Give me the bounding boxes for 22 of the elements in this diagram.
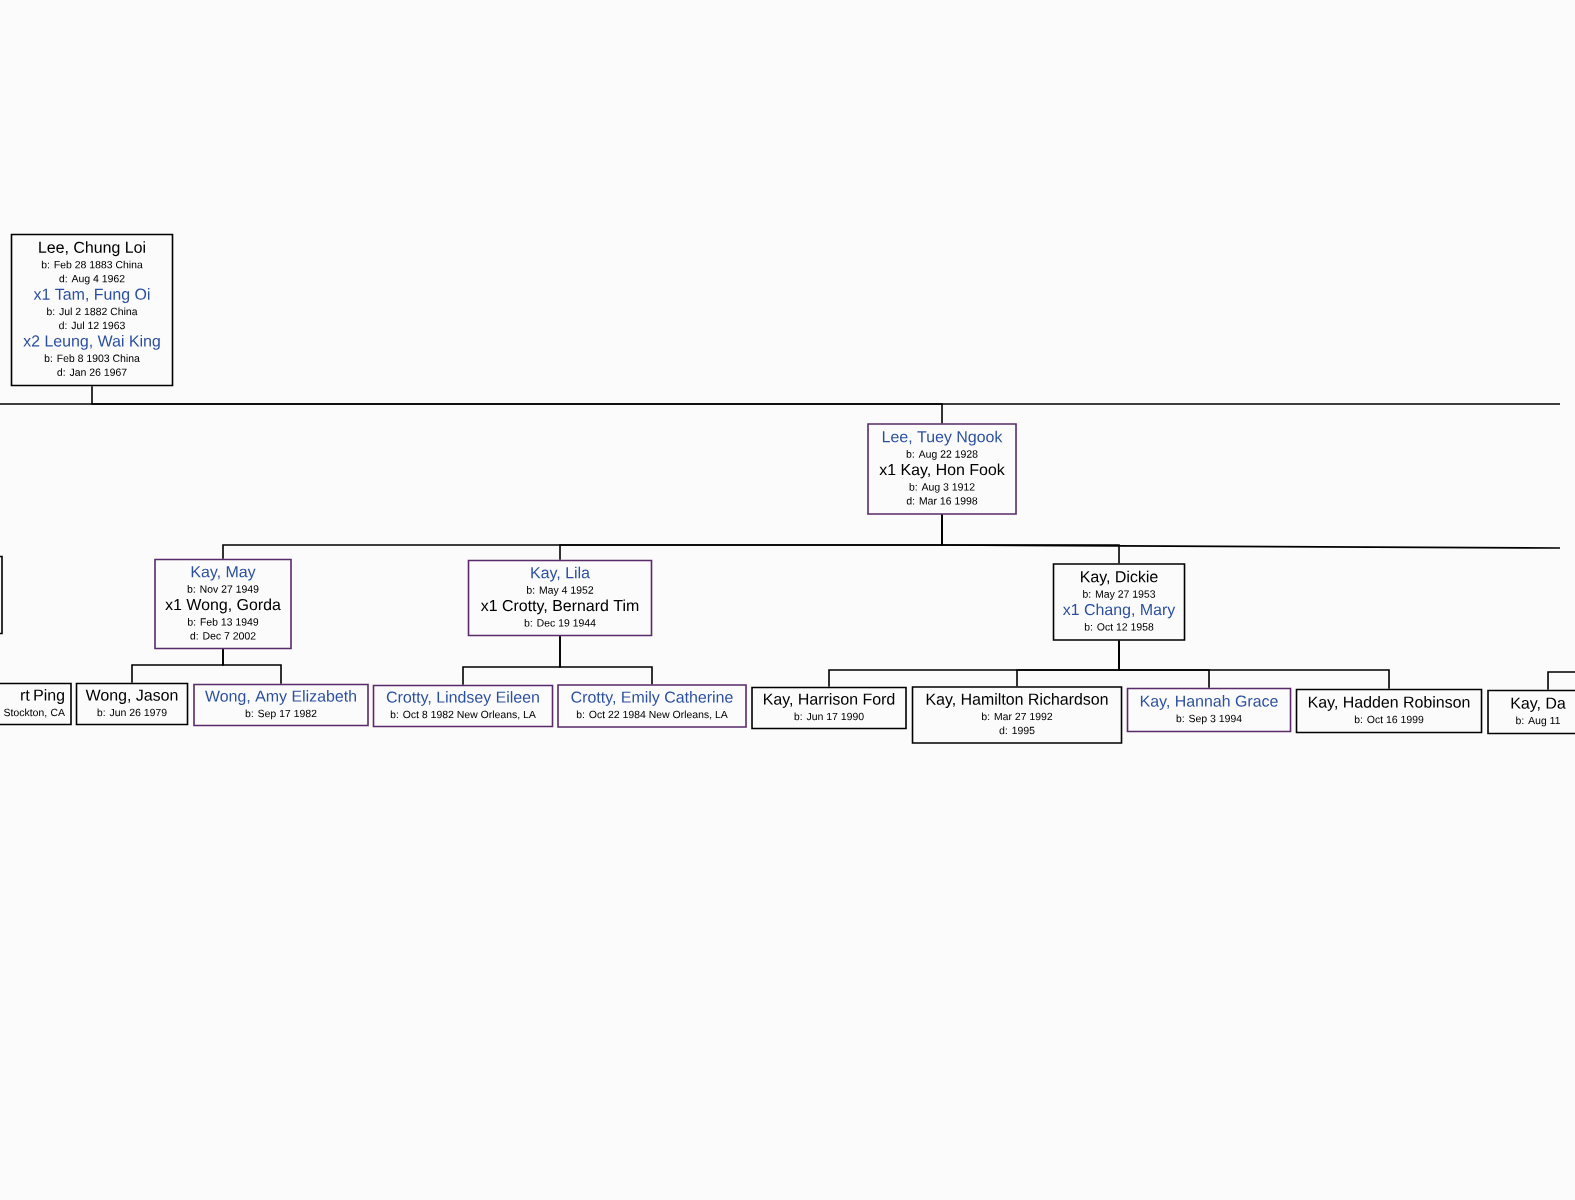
person-box: Kay, May b: Nov 27 1949 x1 Wong, Gorda b: Feb 13 1949 d: Dec 7 2002	[154, 558, 292, 650]
connector-line	[91, 385, 943, 424]
connector-line	[941, 514, 1120, 564]
person-box: Crotty, Lindsey Eileen b: Oct 8 1982 New Orleans, LA	[372, 684, 554, 728]
person-box	[0, 555, 3, 635]
person-box: Kay, Dickie b: May 27 1953 x1 Chang, Mary b: Oct 12 1958	[1052, 563, 1186, 641]
person-box: Kay, Lila b: May 4 1952 x1 Crotty, Bernard Tim b: Dec 19 1944	[467, 559, 653, 637]
person-box: rt Ping Stockton, CA	[0, 682, 72, 726]
connector-line	[1547, 671, 1575, 691]
person-box: Crotty, Emily Catherine b: Oct 22 1984 New Orleans, LA	[557, 684, 747, 728]
connector-line	[222, 648, 282, 685]
person-box: Wong, Jason b: Jun 26 1979	[75, 682, 189, 726]
person-box: Kay, Hannah Grace b: Sep 3 1994	[1126, 687, 1292, 733]
connector-line	[559, 635, 653, 685]
person-box: Wong, Amy Elizabeth b: Sep 17 1982	[193, 683, 369, 727]
person-box: Kay, Hadden Robinson b: Oct 16 1999	[1295, 688, 1483, 734]
person-box: Kay, Harrison Ford b: Jun 17 1990	[751, 686, 907, 730]
connector-line	[1118, 640, 1390, 690]
person-box: Kay, Hamilton Richardson b: Mar 27 1992 d: 1995	[911, 686, 1123, 744]
person-box: Lee, Tuey Ngook b: Aug 22 1928 x1 Kay, Hon Fook b: Aug 3 1912 d: Mar 16 1998	[867, 423, 1017, 515]
person-box: Lee, Chung Loi b: Feb 28 1883 China d: Aug 4 1962 x1 Tam, Fung Oi b: Jul 2 1882 China d: Jul 12 1963 x2 Leung, Wai King b: Feb 8 1903 China d: Jan 26 1967	[10, 233, 174, 387]
person-box: Kay, Da b: Aug 11	[1487, 689, 1575, 735]
